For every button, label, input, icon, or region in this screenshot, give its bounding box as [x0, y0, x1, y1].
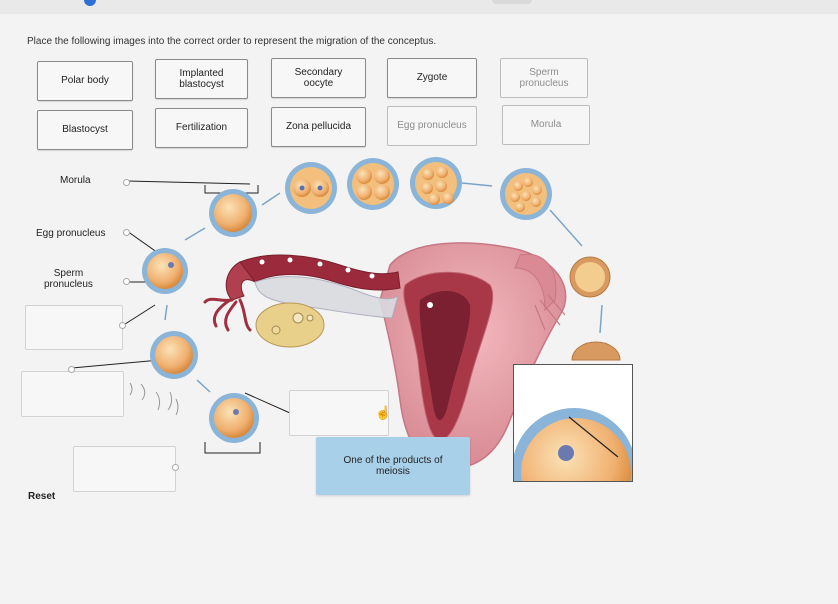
- placed-label-sperm-pronucleus[interactable]: Sperm pronucleus: [44, 268, 93, 290]
- tile-sperm-pronucleus[interactable]: Sperm pronucleus: [500, 58, 588, 98]
- drop-zone-3[interactable]: [289, 390, 389, 436]
- placed-label-egg-pronucleus[interactable]: Egg pronucleus: [36, 228, 106, 239]
- tile-zygote[interactable]: Zygote: [387, 58, 477, 98]
- drop-zone-2[interactable]: [21, 371, 124, 417]
- label-anchor: [123, 278, 130, 285]
- oviduct: [203, 254, 433, 332]
- hint-text: One of the products of meiosis: [343, 454, 443, 478]
- tile-fertilization[interactable]: Fertilization: [155, 108, 248, 148]
- drop-zone-4[interactable]: [73, 446, 176, 492]
- hint-tooltip[interactable]: One of the products of meiosis: [316, 437, 470, 495]
- tile-polar-body[interactable]: Polar body: [37, 61, 133, 101]
- zoom-inset: [513, 364, 633, 482]
- cell-stages: [129, 157, 621, 443]
- tile-label: Sperm pronucleus: [519, 66, 569, 90]
- drop-zone-anchor: [172, 464, 179, 471]
- top-header-strip: [0, 0, 838, 14]
- ovary: [255, 302, 325, 348]
- tile-implanted-blastocyst[interactable]: Implanted blastocyst: [155, 59, 248, 99]
- tile-blastocyst[interactable]: Blastocyst: [37, 110, 133, 150]
- placed-label-morula[interactable]: Morula: [60, 175, 91, 186]
- tile-egg-pronucleus[interactable]: Egg pronucleus: [387, 106, 477, 146]
- help-icon[interactable]: [84, 0, 96, 6]
- instruction-text: Place the following images into the corr…: [27, 36, 437, 47]
- migration-arrows: [164, 182, 603, 393]
- tile-morula[interactable]: Morula: [502, 105, 590, 145]
- header-button[interactable]: [492, 0, 532, 4]
- label-anchor: [123, 229, 130, 236]
- zoomed-oocyte-illustration: [514, 408, 632, 481]
- uterus: [379, 242, 567, 476]
- tile-zona-pellucida[interactable]: Zona pellucida: [271, 107, 366, 147]
- label-anchor: [123, 179, 130, 186]
- tile-secondary-oocyte[interactable]: Secondary oocyte: [271, 58, 366, 98]
- drop-zone-1[interactable]: [25, 305, 123, 350]
- reset-button[interactable]: Reset: [28, 491, 56, 502]
- drop-zone-anchor: [68, 366, 75, 373]
- hand-cursor-icon: ☝: [375, 405, 392, 420]
- drop-zone-anchor: [119, 322, 126, 329]
- tile-label: Secondary oocyte: [294, 66, 343, 90]
- tile-label: Implanted blastocyst: [179, 67, 224, 91]
